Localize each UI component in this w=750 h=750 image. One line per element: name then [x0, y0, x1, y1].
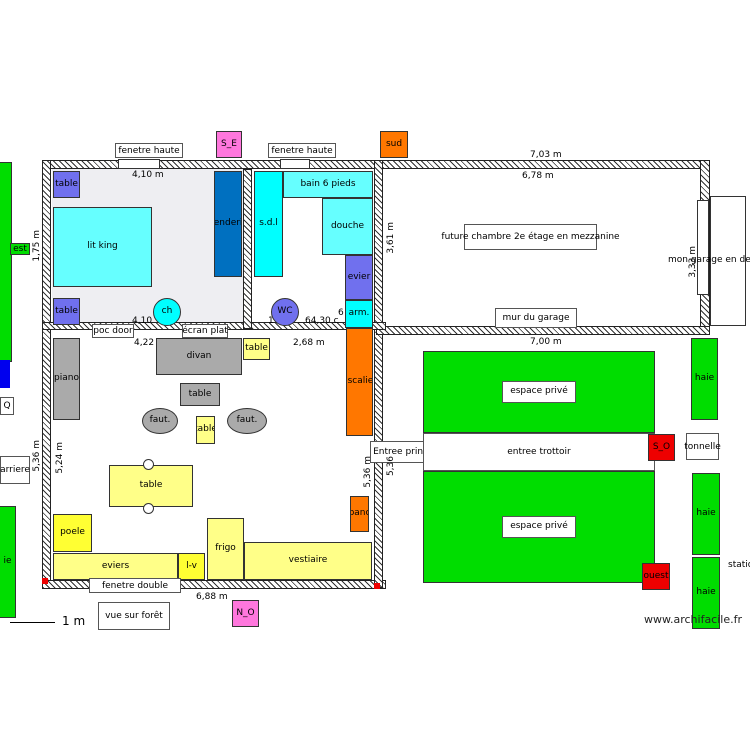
label-mon-garage: mon garage en de [668, 255, 750, 265]
window-garage [697, 200, 709, 295]
label-mur-garage: mur du garage [495, 308, 577, 328]
corner-mark-br [374, 583, 380, 589]
evier: evier [345, 255, 373, 300]
label-fenetre-haute-1: fenetre haute [115, 143, 183, 158]
label-fenetre-haute-2: fenetre haute [268, 143, 336, 158]
bath-6-pieds: bain 6 pieds [283, 171, 373, 198]
dim-4-22: 4,22 [134, 338, 155, 348]
bed-king: lit king [53, 207, 152, 287]
green-left-bottom: ie [0, 506, 16, 618]
dim-1-75: 1,75 m [32, 230, 42, 262]
wall-left [42, 160, 51, 588]
scale-bar [10, 622, 55, 623]
door-garage [710, 196, 746, 326]
label-espace-prive-1: espace privé [502, 381, 576, 403]
dim-1: 1 [268, 316, 274, 326]
watermark: www.archifacile.fr [644, 613, 743, 626]
dim-7-00: 7,00 m [530, 337, 562, 347]
label-q: Q [0, 397, 14, 415]
shower: douche [322, 198, 373, 255]
piano: piano [53, 338, 80, 420]
divan: divan [156, 338, 242, 375]
lave-vaisselle: l-v [178, 553, 205, 580]
wall-bottom [42, 580, 386, 589]
espace-prive-top: espace privé [423, 351, 655, 433]
escalier: escalier [346, 328, 373, 436]
frigo: frigo [207, 518, 244, 580]
dim-5-36-right: 5,36 m [363, 456, 373, 488]
label-vue-foret: vue sur forêt [98, 602, 170, 630]
label-arriere: arriere [0, 456, 30, 484]
haie-3: haie [692, 557, 720, 629]
tonnelle: tonnelle [684, 433, 721, 460]
label-espace-prive-2: espace privé [502, 516, 576, 538]
window-top-1 [118, 159, 160, 169]
wall-top-garage [376, 160, 710, 169]
dim-6-88: 6,88 m [196, 592, 228, 602]
armchair-1: faut. [142, 408, 178, 434]
label-station: station [728, 560, 750, 570]
label-poc-door: poc door [92, 324, 134, 338]
label-fenetre-double: fenetre double [89, 578, 181, 593]
label-future-chambre: future chambre 2e étage en mezzanine [441, 224, 620, 250]
dining-chair-bottom [143, 503, 154, 514]
dim-5-36-right2: 5,36 [386, 456, 396, 477]
dim-5-36-left: 5,36 m [32, 440, 42, 472]
chair-ch: ch [153, 298, 181, 326]
dim-5-24: 5,24 m [55, 442, 65, 474]
table-tiny: table [196, 416, 215, 444]
compass-sud: sud [380, 131, 408, 158]
dining-chair-top [143, 459, 154, 470]
penderie: penderie [214, 171, 242, 277]
dim-6: 6 [338, 308, 344, 318]
wall-bath-left [243, 169, 252, 329]
dim-7-03: 7,03 m [530, 150, 562, 160]
eviers: eviers [53, 553, 178, 580]
dim-6-78: 6,78 m [522, 171, 554, 181]
vestiaire: vestiaire [244, 542, 372, 580]
table-top-left: table [53, 171, 80, 198]
compass-ouest: ouest [642, 563, 670, 590]
dim-3-61: 3,61 m [386, 222, 396, 254]
armoire: arm. [345, 300, 373, 328]
blue-left [0, 360, 10, 388]
sdl-cabinet: s.d.l [254, 171, 283, 277]
dim-4-10-top: 4,10 m [132, 170, 164, 180]
window-top-2 [280, 159, 310, 169]
dim-4-10-mid: 4,10 [132, 316, 153, 326]
wc: WC [271, 298, 299, 326]
table-bottom-left: table [53, 298, 80, 325]
compass-n-o: N_O [232, 600, 259, 627]
table-mid: table [180, 383, 220, 406]
banc: banc [350, 496, 369, 532]
wall-center-vertical [374, 160, 383, 588]
compass-s-o: S_O [648, 434, 675, 461]
green-left-top [0, 162, 12, 362]
dim-2-68: 2,68 m [293, 338, 325, 348]
table-small: table [243, 338, 270, 360]
armchair-2: faut. [227, 408, 267, 434]
entree-trottoir: entree trottoir [423, 433, 655, 471]
haie-1: haie [691, 338, 718, 420]
label-ecran-plat: écran plat [182, 324, 228, 338]
scale-label: 1 m [62, 614, 86, 628]
poele: poele [53, 514, 92, 552]
label-est: est [10, 243, 30, 255]
espace-prive-bottom: espace privé [423, 471, 655, 583]
compass-s-e: S_E [216, 131, 242, 158]
table-dining: table [109, 465, 193, 507]
haie-2: haie [692, 473, 720, 555]
wall-top-left-house [42, 160, 386, 169]
corner-mark-bl [42, 578, 48, 584]
dim-64-30: 64,30 c [305, 316, 339, 326]
